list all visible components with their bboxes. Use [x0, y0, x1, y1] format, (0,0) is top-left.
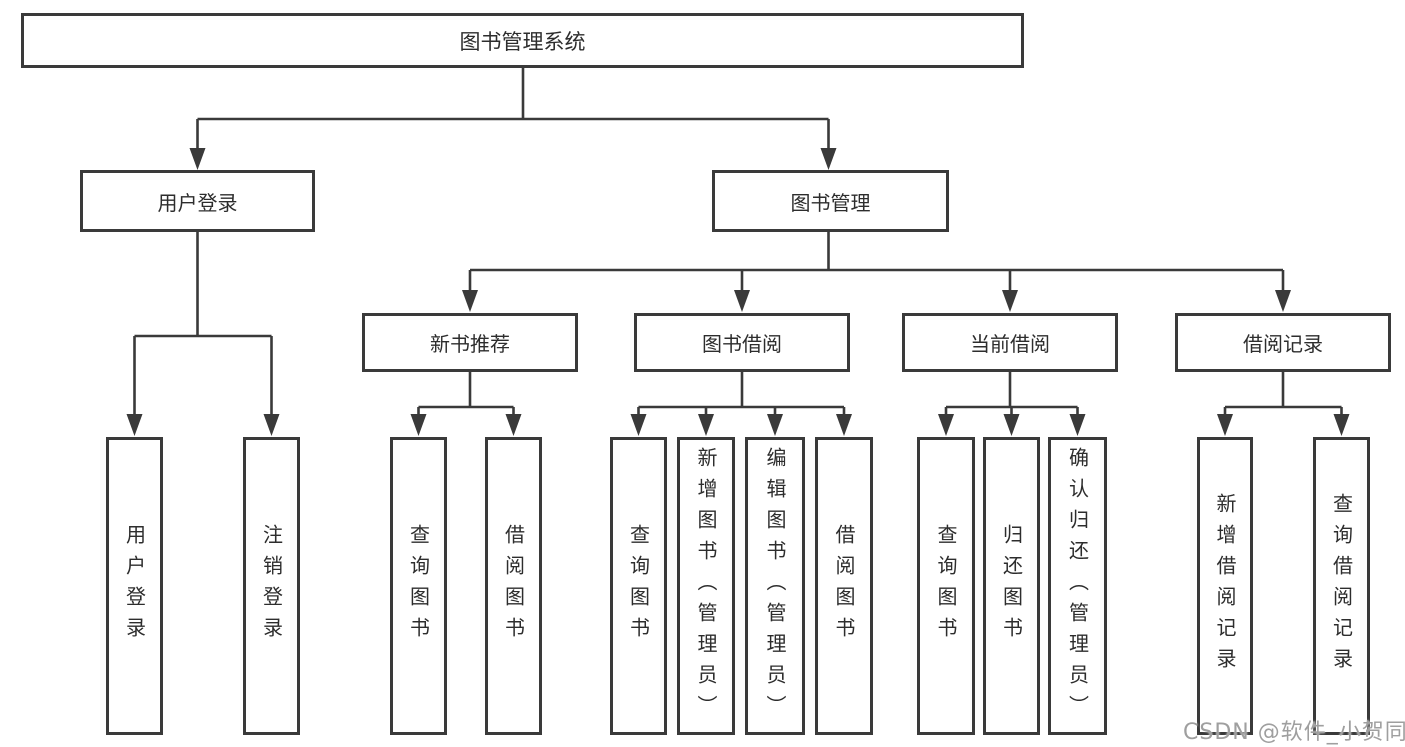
leaf-label: 查询借阅记录	[1329, 493, 1354, 679]
node-label: 图书管理系统	[459, 29, 586, 54]
leaf-logout: 注销登录	[243, 437, 300, 735]
leaf-borrow-books-recommend: 借阅图书	[485, 437, 542, 735]
leaf-label: 新增借阅记录	[1213, 493, 1237, 679]
node-new-book-recommend: 新书推荐	[362, 313, 578, 372]
node-label: 当前借阅	[970, 332, 1050, 356]
leaf-label: 查询图书	[934, 524, 958, 648]
leaf-label: 用户登录	[122, 524, 147, 648]
leaf-add-books-admin: 新增图书（管理员）	[677, 437, 735, 735]
leaf-confirm-return-admin: 确认归还（管理员）	[1048, 437, 1107, 735]
node-book-management: 图书管理	[712, 170, 949, 232]
csdn-watermark: CSDN @软件_小贺同学	[1183, 720, 1405, 745]
leaf-borrow-books: 借阅图书	[815, 437, 873, 735]
leaf-label: 编辑图书（管理员）	[763, 446, 787, 726]
leaf-label: 借阅图书	[832, 524, 856, 648]
node-current-borrowing: 当前借阅	[902, 313, 1118, 372]
leaf-add-borrow-record: 新增借阅记录	[1197, 437, 1253, 735]
leaf-user-login: 用户登录	[106, 437, 163, 735]
leaf-label: 归还图书	[999, 524, 1024, 648]
leaf-label: 查询图书	[626, 524, 651, 648]
leaf-edit-books-admin: 编辑图书（管理员）	[745, 437, 805, 735]
leaf-query-books-recommend: 查询图书	[390, 437, 447, 735]
node-label: 新书推荐	[430, 332, 510, 356]
leaf-return-books: 归还图书	[983, 437, 1040, 735]
leaf-label: 查询图书	[406, 524, 431, 648]
node-label: 用户登录	[157, 190, 238, 215]
leaf-label: 确认归还（管理员）	[1065, 446, 1090, 726]
leaf-label: 借阅图书	[501, 524, 526, 648]
node-label: 图书借阅	[702, 332, 782, 356]
node-library-system-root: 图书管理系统	[21, 13, 1024, 68]
node-label: 借阅记录	[1243, 332, 1323, 356]
node-label: 图书管理	[790, 190, 871, 215]
leaf-query-books-current: 查询图书	[917, 437, 975, 735]
node-user-login: 用户登录	[80, 170, 315, 232]
leaf-label: 注销登录	[259, 524, 284, 648]
leaf-query-books-borrow: 查询图书	[610, 437, 667, 735]
leaf-query-borrow-record: 查询借阅记录	[1313, 437, 1370, 735]
node-borrowing-records: 借阅记录	[1175, 313, 1391, 372]
node-book-borrowing: 图书借阅	[634, 313, 850, 372]
leaf-label: 新增图书（管理员）	[694, 446, 718, 726]
